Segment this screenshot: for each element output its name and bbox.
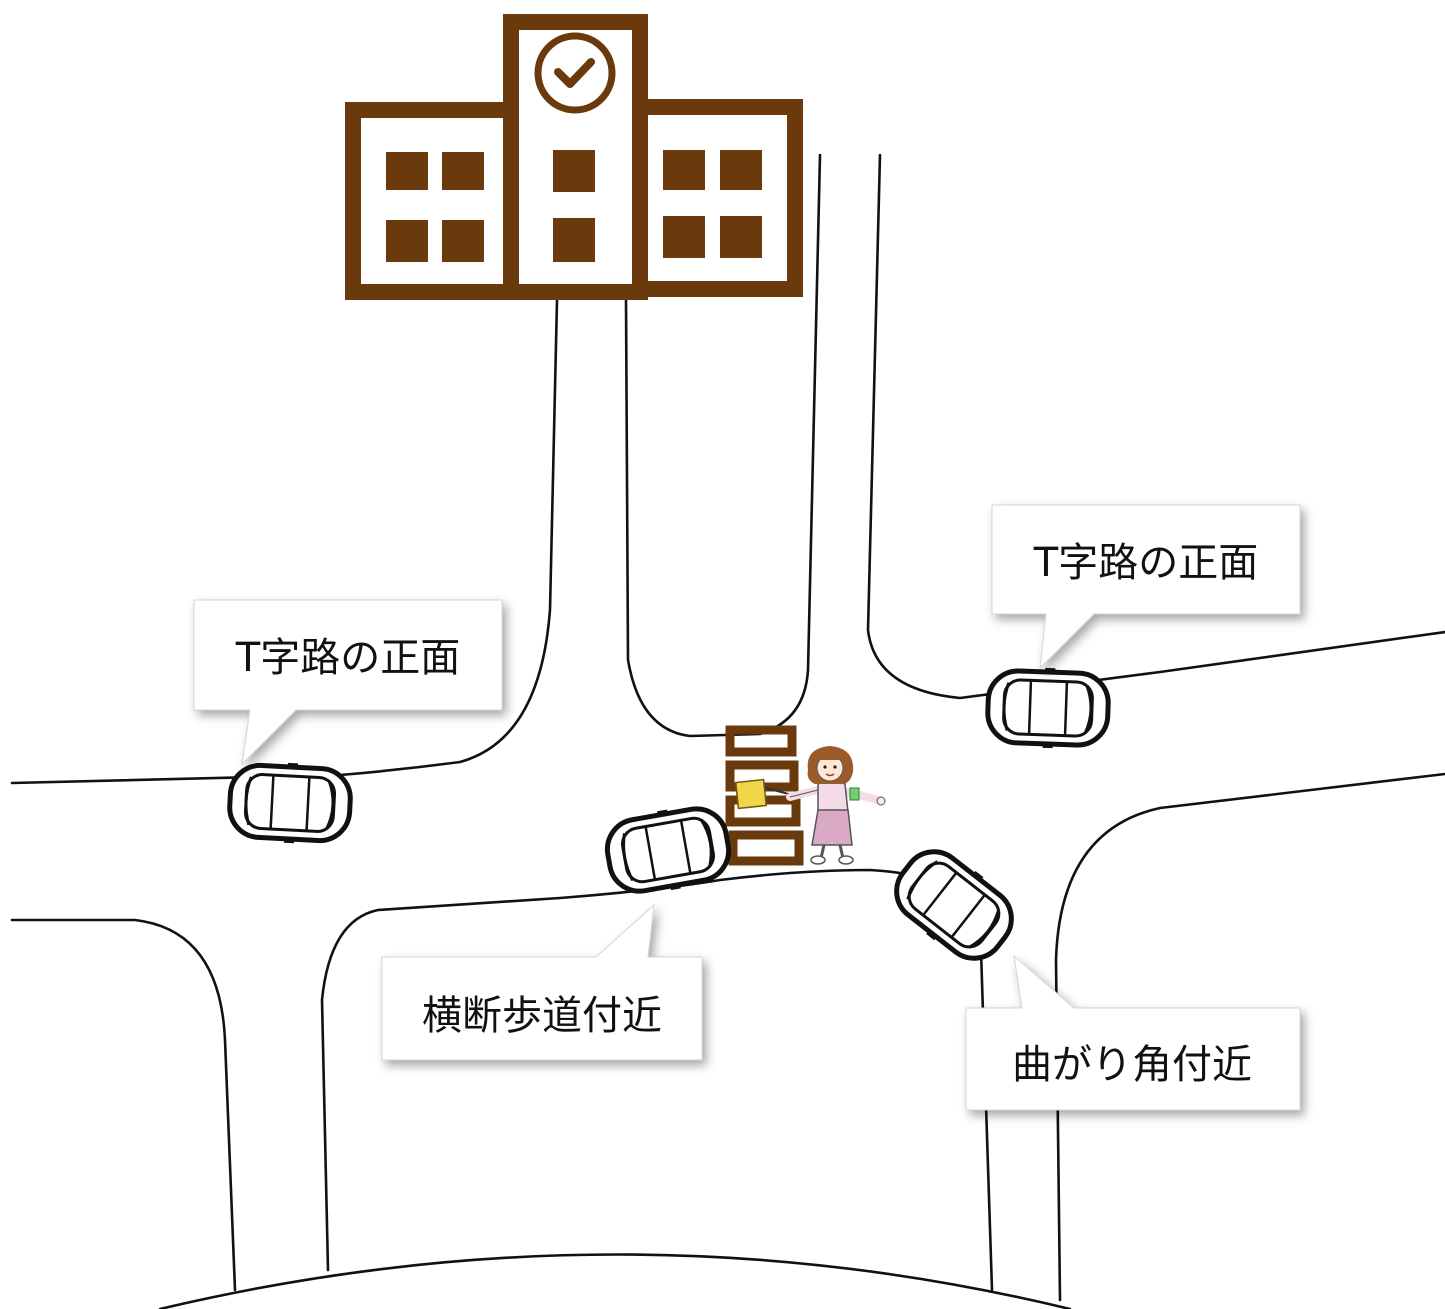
- callout-label-corner: 曲がり角付近: [1012, 1042, 1252, 1088]
- car-icon: [228, 760, 352, 846]
- car-icon: [987, 666, 1110, 750]
- callout-label-crosswalk: 横断歩道付近: [422, 993, 662, 1039]
- callout-t-junction-right: [991, 504, 1301, 670]
- road-edge: [320, 908, 380, 1272]
- road-edge: [624, 153, 822, 738]
- road-edge: [10, 298, 559, 785]
- road-edge: [158, 1253, 1072, 1309]
- callout-label-t-junction-right: T字路の正面: [1033, 540, 1258, 586]
- car-icon: [602, 800, 734, 900]
- road-edge: [10, 918, 237, 1292]
- callout-t-junction-left: [193, 599, 503, 766]
- school-building-icon: [345, 14, 803, 300]
- clock-icon: [534, 32, 616, 114]
- car-icon: [882, 837, 1026, 974]
- callout-crosswalk: [381, 903, 703, 1061]
- road-edge: [866, 153, 1445, 700]
- road-edge: [376, 868, 994, 1292]
- callout-corner: [965, 954, 1301, 1111]
- callout-label-t-junction-left: T字路の正面: [235, 635, 460, 681]
- crossing-guard-icon: [734, 746, 886, 865]
- road-edge: [1054, 772, 1445, 1302]
